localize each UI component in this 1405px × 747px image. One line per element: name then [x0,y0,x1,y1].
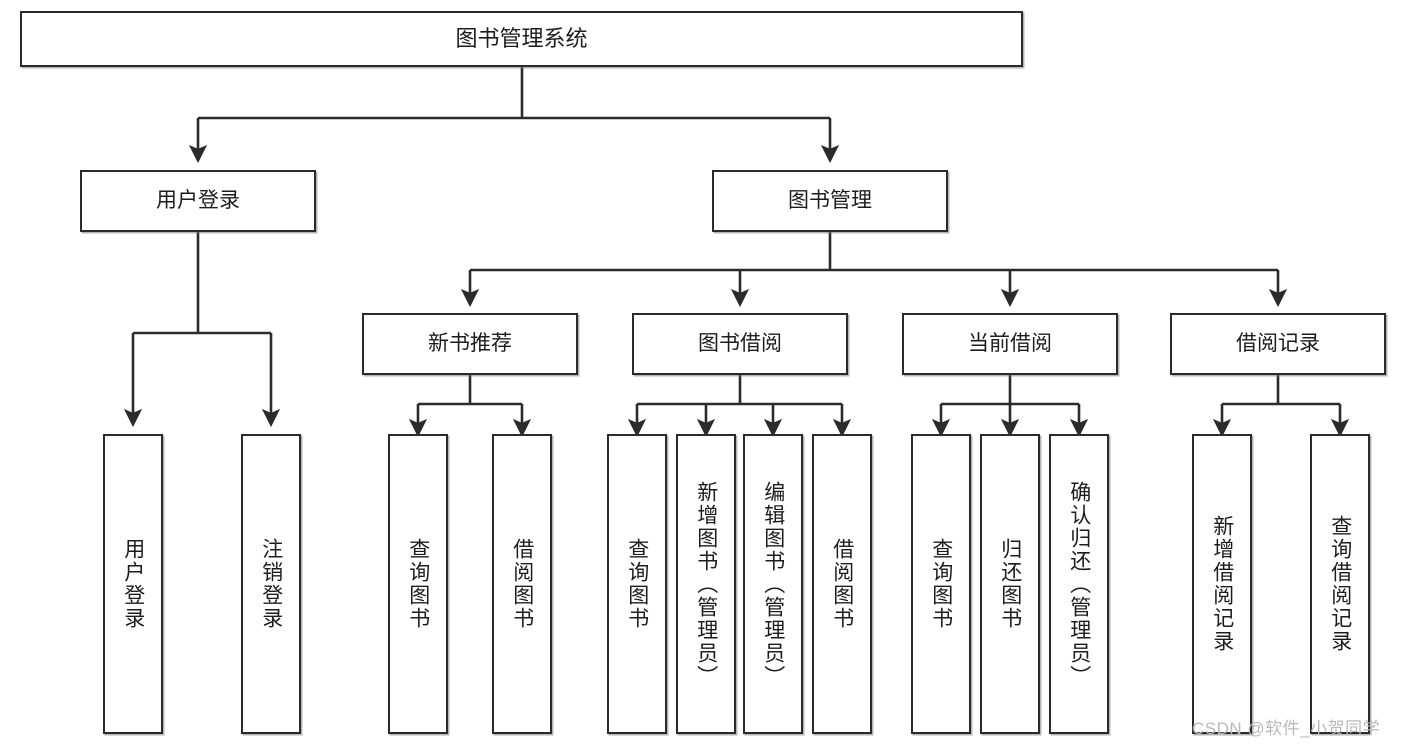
node-current-borrow-label: 当前借阅 [968,331,1052,355]
node-user-login[interactable]: 用户登录 [80,170,316,232]
leaf-query-record-label: 查询借阅记录 [1328,515,1352,653]
leaf-query-book-1-label: 查询图书 [406,538,430,630]
leaf-query-book-2[interactable]: 查询图书 [607,434,667,734]
node-current-borrow[interactable]: 当前借阅 [902,313,1118,375]
leaf-confirm-return-label: 确认归还（管理员） [1067,480,1091,688]
leaf-query-book-1[interactable]: 查询图书 [388,434,448,734]
leaf-confirm-return[interactable]: 确认归还（管理员） [1049,434,1109,734]
leaf-edit-book[interactable]: 编辑图书（管理员） [743,434,803,734]
leaf-query-record[interactable]: 查询借阅记录 [1310,434,1370,734]
leaf-user-login[interactable]: 用户登录 [103,434,163,734]
leaf-borrow-book-2[interactable]: 借阅图书 [812,434,872,734]
leaf-add-book-label: 新增图书（管理员） [694,480,718,688]
node-root[interactable]: 图书管理系统 [20,11,1023,67]
node-book-manage[interactable]: 图书管理 [712,170,948,232]
leaf-return-book-label: 归还图书 [998,538,1022,630]
node-borrow-record-label: 借阅记录 [1236,331,1320,355]
leaf-user-login-label: 用户登录 [121,538,145,630]
leaf-logout[interactable]: 注销登录 [241,434,301,734]
leaf-borrow-book-1[interactable]: 借阅图书 [492,434,552,734]
node-borrow-record[interactable]: 借阅记录 [1170,313,1386,375]
node-book-manage-label: 图书管理 [788,188,872,212]
leaf-add-book[interactable]: 新增图书（管理员） [676,434,736,734]
leaf-logout-label: 注销登录 [259,538,283,630]
leaf-return-book[interactable]: 归还图书 [980,434,1040,734]
leaf-add-record[interactable]: 新增借阅记录 [1192,434,1252,734]
node-new-book-recommend[interactable]: 新书推荐 [362,313,578,375]
leaf-query-book-3[interactable]: 查询图书 [911,434,971,734]
node-new-book-recommend-label: 新书推荐 [428,331,512,355]
node-root-label: 图书管理系统 [455,26,588,52]
leaf-query-book-2-label: 查询图书 [625,538,649,630]
leaf-add-record-label: 新增借阅记录 [1210,515,1234,653]
leaf-borrow-book-2-label: 借阅图书 [830,538,854,630]
node-book-borrow-label: 图书借阅 [698,331,782,355]
node-book-borrow[interactable]: 图书借阅 [632,313,848,375]
leaf-borrow-book-1-label: 借阅图书 [510,538,534,630]
leaf-edit-book-label: 编辑图书（管理员） [761,480,785,688]
leaf-query-book-3-label: 查询图书 [929,538,953,630]
node-user-login-label: 用户登录 [156,188,240,212]
